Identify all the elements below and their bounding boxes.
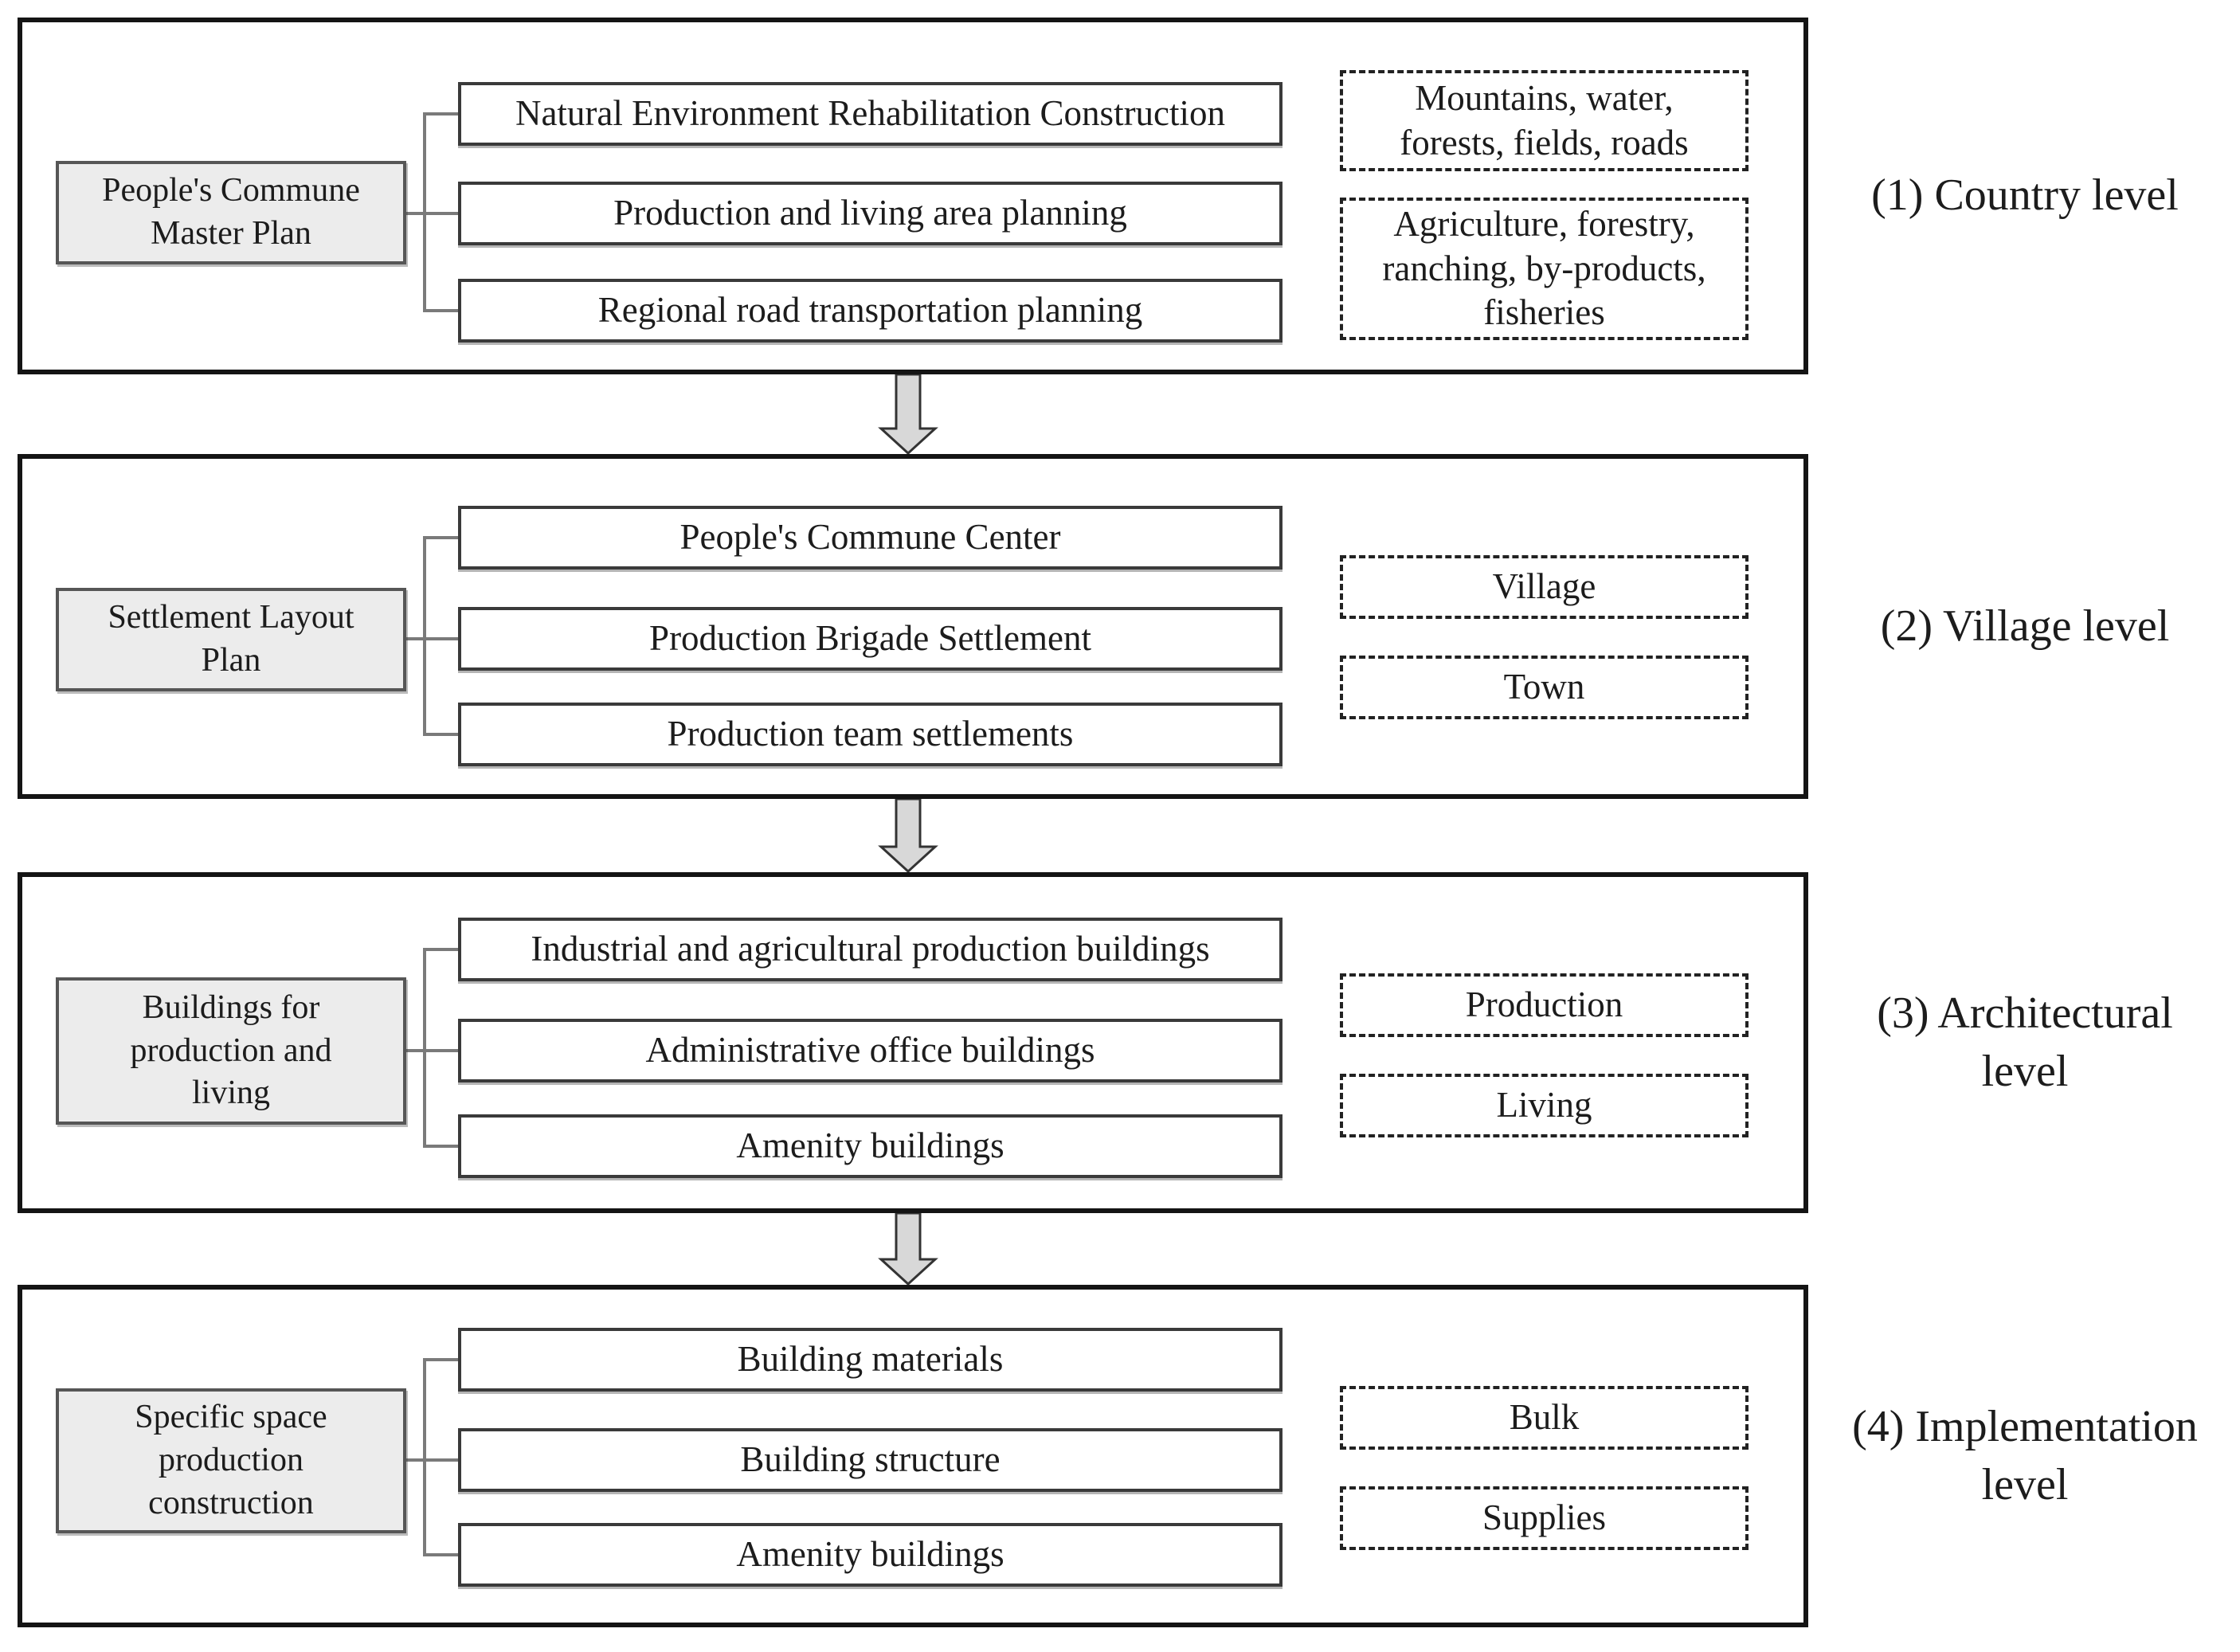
tag-box: Town: [1340, 656, 1749, 719]
source-box-settlement-layout: Settlement Layout Plan: [56, 588, 406, 691]
item-box: Production and living area planning: [458, 182, 1283, 245]
source-box-specific-space: Specific space production construction: [56, 1388, 406, 1533]
tag-box: Mountains, water, forests, fields, roads: [1340, 70, 1749, 171]
level-label: (4) Implementation level: [1852, 1402, 2198, 1509]
down-arrow-icon: [878, 799, 938, 872]
connector-line: [425, 733, 458, 736]
level-label: (3) Architectural level: [1877, 988, 2173, 1096]
item-box: Amenity buildings: [458, 1523, 1283, 1587]
connector-line: [406, 1049, 459, 1052]
level-label: (2) Village level: [1880, 601, 2170, 651]
level-label: (1) Country level: [1871, 170, 2179, 220]
connector-line: [423, 536, 426, 736]
down-arrow-icon: [878, 374, 938, 454]
item-box: People's Commune Center: [458, 506, 1283, 570]
item-box: Natural Environment Rehabilitation Const…: [458, 82, 1283, 146]
connector-line: [425, 309, 458, 312]
connector-line: [423, 948, 426, 1148]
item-box: Regional road transportation planning: [458, 279, 1283, 343]
tag-box: Production: [1340, 973, 1749, 1037]
connector-line: [425, 948, 458, 951]
item-box: Building materials: [458, 1328, 1283, 1392]
tag-box: Living: [1340, 1074, 1749, 1137]
connector-line: [406, 1458, 459, 1462]
item-box: Building structure: [458, 1428, 1283, 1492]
item-box: Production Brigade Settlement: [458, 607, 1283, 671]
connector-line: [425, 1145, 458, 1148]
tag-box: Bulk: [1340, 1386, 1749, 1450]
source-box-buildings: Buildings for production and living: [56, 977, 406, 1125]
item-box: Industrial and agricultural production b…: [458, 918, 1283, 981]
item-box: Production team settlements: [458, 703, 1283, 766]
connector-line: [406, 637, 459, 640]
connector-line: [425, 1358, 458, 1361]
connector-line: [425, 1553, 458, 1556]
connector-line: [425, 112, 458, 115]
down-arrow-icon: [878, 1213, 938, 1285]
tag-box: Agriculture, forestry, ranching, by-prod…: [1340, 198, 1749, 340]
connector-line: [423, 1358, 426, 1556]
tag-box: Village: [1340, 555, 1749, 619]
item-box: Amenity buildings: [458, 1114, 1283, 1178]
item-box: Administrative office buildings: [458, 1019, 1283, 1082]
source-box-master-plan: People's Commune Master Plan: [56, 161, 406, 264]
connector-line: [406, 212, 459, 215]
connector-line: [423, 112, 426, 312]
connector-line: [425, 536, 458, 539]
tag-box: Supplies: [1340, 1486, 1749, 1550]
